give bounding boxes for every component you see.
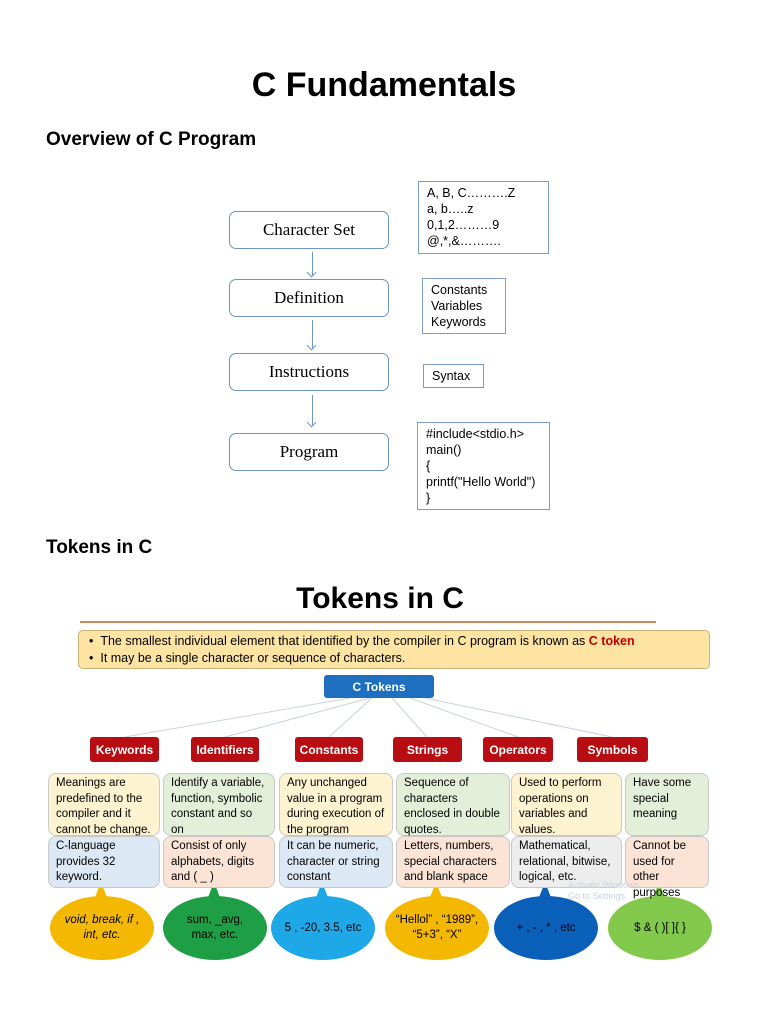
code-line: main() (426, 443, 462, 457)
title-underline (80, 621, 656, 623)
step-program: Program (229, 433, 389, 471)
tokens-heading: Tokens in C (46, 537, 153, 558)
category-strings: Strings (393, 737, 462, 762)
category-symbols: Symbols (577, 737, 648, 762)
code-line: { (426, 459, 431, 473)
infographic-title: Tokens in C (296, 582, 464, 615)
c-tokens-root: C Tokens (324, 675, 434, 698)
constants-examples: 5 , -20, 3.5, etc (284, 921, 362, 934)
arrow-down-icon (312, 252, 313, 275)
keywords-description: Meanings are predefined to the compiler … (48, 773, 160, 836)
arrow-down-icon (312, 395, 313, 425)
constants-description: Any unchanged value in a program during … (279, 773, 393, 836)
strings-examples-bubble: “Hellol” , “1989”, “5+3”, “X” (385, 896, 489, 960)
page-title: C Fundamentals (251, 66, 517, 104)
identifiers-examples: sum, _avg, max, etc. (186, 914, 244, 941)
detail-line: a, b…..z (427, 202, 474, 216)
symbols-description: Have some special meaning (625, 773, 709, 836)
bullet: • (89, 634, 94, 648)
identifiers-description: Identify a variable, function, symbolic … (163, 773, 275, 836)
operators-note: Mathematical, relational, bitwise, logic… (511, 836, 622, 888)
operators-description: Used to perform operations on variables … (511, 773, 622, 836)
identifiers-note: Consist of only alphabets, digits and ( … (163, 836, 275, 888)
symbols-examples-bubble: $ & ( )[ ]{ } (608, 896, 712, 960)
overview-heading: Overview of C Program (46, 129, 257, 150)
code-line: } (426, 491, 431, 505)
definition-detail: Constants Variables Keywords (422, 278, 506, 334)
operators-examples: + , - , * , etc (516, 921, 576, 934)
detail-line: A, B, C……….Z (427, 186, 516, 200)
keywords-examples-bubble: void, break, if , int, etc. (50, 896, 154, 960)
category-operators: Operators (483, 737, 553, 762)
code-line: #include<stdio.h> (426, 427, 524, 441)
step-instructions: Instructions (229, 353, 389, 391)
detail-line: Constants (431, 283, 488, 297)
category-keywords: Keywords (90, 737, 159, 762)
step-character-set: Character Set (229, 211, 389, 249)
constants-note: It can be numeric, character or string c… (279, 836, 393, 888)
step-definition: Definition (229, 279, 389, 317)
activate-windows-watermark: Activate Windows Go to Settings (568, 880, 639, 902)
code-line: printf("Hello World") (426, 475, 536, 489)
symbols-examples: $ & ( )[ ]{ } (634, 921, 686, 934)
banner-line-1: • The smallest individual element that i… (89, 633, 699, 650)
strings-description: Sequence of characters enclosed in doubl… (396, 773, 510, 836)
category-identifiers: Identifiers (191, 737, 259, 762)
identifiers-examples-bubble: sum, _avg, max, etc. (163, 896, 267, 960)
banner-text: The smallest individual element that ide… (100, 634, 589, 648)
watermark-line: Activate Windows (568, 880, 640, 890)
symbols-note: Cannot be used for other purposes (625, 836, 709, 899)
banner-highlight: C token (588, 634, 635, 648)
character-set-detail: A, B, C……….Z a, b…..z 0,1,2………9 @,*,&………… (418, 181, 549, 254)
detail-line: Keywords (431, 315, 486, 329)
keywords-note: C-language provides 32 keyword. (48, 836, 160, 888)
strings-note: Letters, numbers, special characters and… (396, 836, 510, 888)
strings-examples: “Hellol” , “1989”, “5+3”, “X” (395, 914, 479, 941)
detail-line: Syntax (432, 369, 471, 383)
detail-line: Variables (431, 299, 483, 313)
detail-line: @,*,&………. (427, 234, 501, 248)
definition-banner: • The smallest individual element that i… (78, 630, 710, 669)
arrow-down-icon (312, 320, 313, 348)
operators-examples-bubble: + , - , * , etc (494, 896, 598, 960)
detail-line: 0,1,2………9 (427, 218, 500, 232)
watermark-line: Go to Settings (568, 891, 626, 901)
instructions-detail: Syntax (423, 364, 484, 388)
program-detail: #include<stdio.h> main() { printf("Hello… (417, 422, 550, 510)
bullet: • (89, 651, 94, 665)
constants-examples-bubble: 5 , -20, 3.5, etc (271, 896, 375, 960)
banner-line-2: • It may be a single character or sequen… (89, 650, 699, 667)
keywords-examples: void, break, if , int, etc. (64, 914, 140, 941)
category-constants: Constants (295, 737, 363, 762)
banner-text: It may be a single character or sequence… (100, 651, 406, 665)
